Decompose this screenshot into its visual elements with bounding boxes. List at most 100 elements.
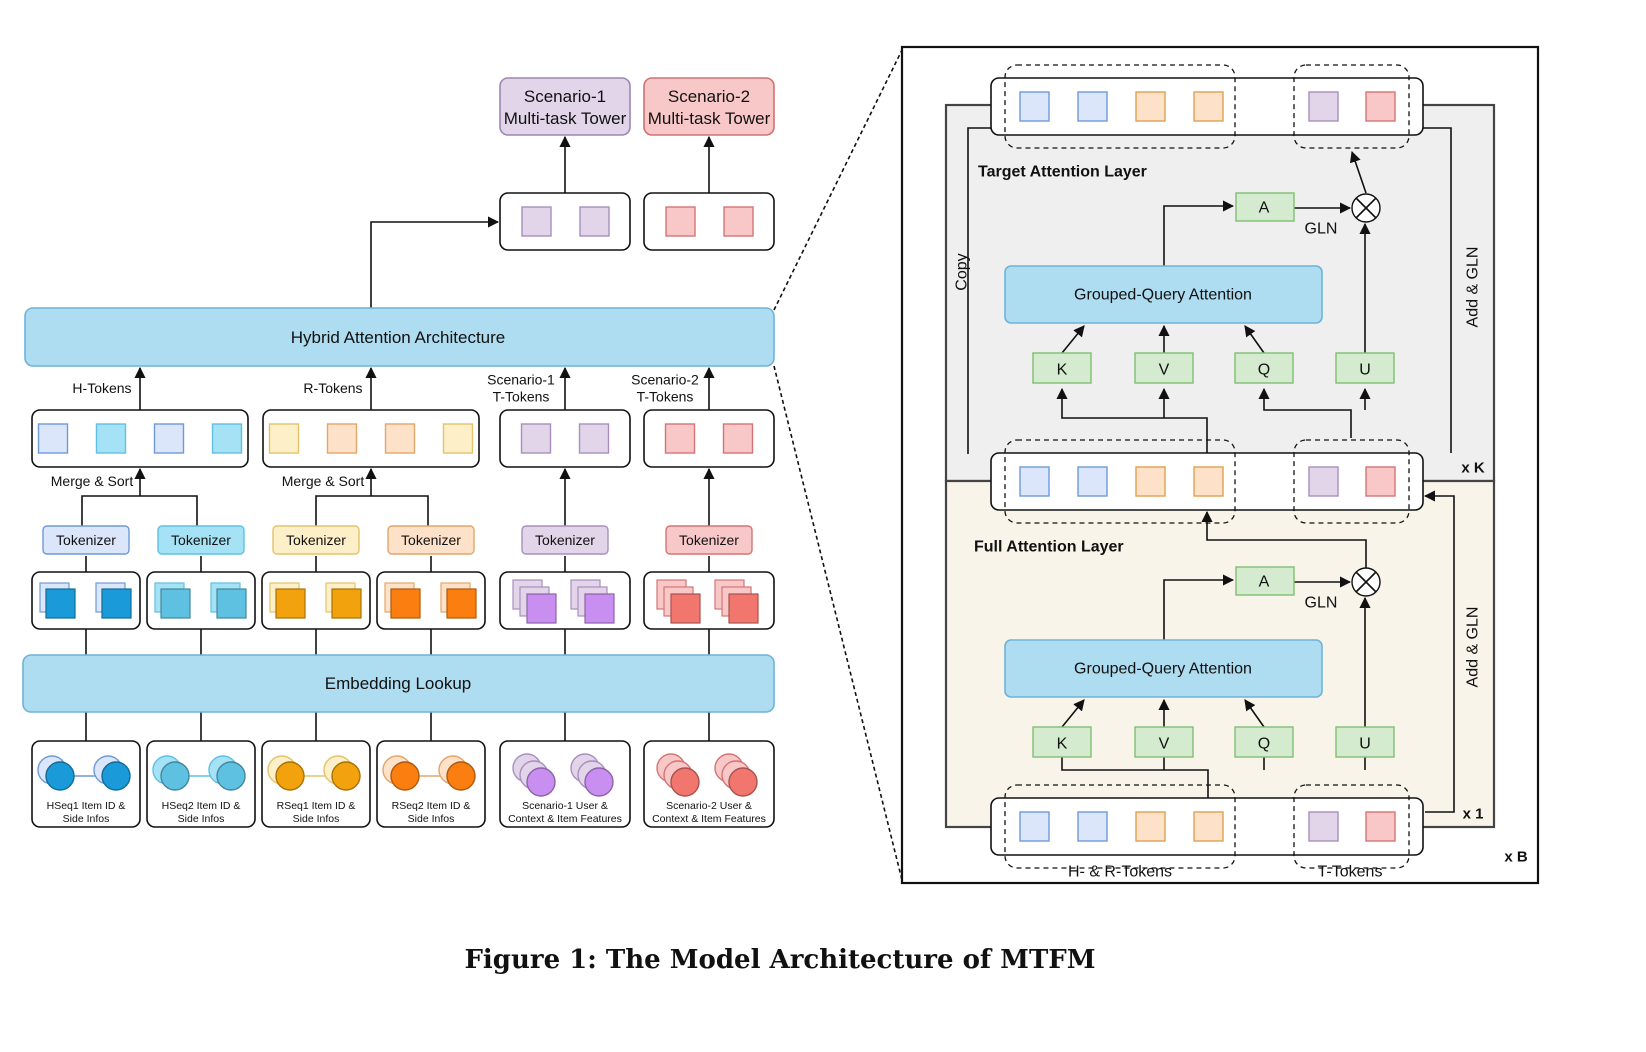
token-box-3 (499, 409, 631, 468)
target-mult-to-out (1349, 150, 1367, 194)
full-a-box (1235, 566, 1295, 596)
full-proj-label: U (1359, 736, 1371, 753)
tokenizer-label: Tokenizer (535, 532, 595, 548)
token-square (1135, 91, 1166, 122)
stacked-square (584, 593, 615, 624)
tokenizer-box (157, 525, 245, 555)
full-gqa-to-a (1163, 574, 1235, 640)
token-box-2 (262, 409, 480, 468)
full-a-label: A (1259, 574, 1270, 591)
tokenizer-box (521, 525, 609, 555)
stacked-square (728, 593, 759, 624)
tokenizer-box (272, 525, 360, 555)
hr-dashed-group (1004, 784, 1236, 869)
item-circle (101, 761, 131, 791)
token-square (153, 423, 185, 454)
target-proj-label: V (1159, 362, 1170, 379)
item-circle (160, 761, 190, 791)
feature-circle (526, 767, 556, 797)
target-proj-V (1134, 352, 1194, 384)
input-label: Scenario-2 User &Context & Item Features (652, 800, 766, 825)
target-q-in (1258, 387, 1352, 438)
target-gqa-to-a (1163, 200, 1235, 266)
stacked-square (160, 588, 191, 619)
full-proj-V (1134, 726, 1194, 758)
hybrid-label: Hybrid Attention Architecture (291, 328, 506, 347)
target-proj-label: U (1359, 362, 1371, 379)
token-square (1193, 811, 1224, 842)
t-dashed-group (1293, 439, 1410, 524)
stacked-square (670, 593, 701, 624)
add-gln-label-top: Add & GLN (1465, 247, 1482, 328)
target-gqa-box (1004, 265, 1323, 324)
token-box-1 (31, 409, 249, 468)
target-proj-K (1032, 352, 1092, 384)
hr-tokens-label: H- & R-Tokens (1068, 864, 1172, 881)
target-proj-label: K (1057, 362, 1068, 379)
full-proj-K (1032, 726, 1092, 758)
token-square (1193, 466, 1224, 497)
tokenizer-box (387, 525, 475, 555)
t-dashed-group (1293, 784, 1410, 869)
zoom-line-bottom (773, 365, 903, 881)
stacked-square (216, 588, 247, 619)
full-add-gln-arrow (1423, 490, 1455, 813)
item-circle (446, 761, 476, 791)
full-gqa-label: Grouped-Query Attention (1074, 661, 1252, 678)
xb-label: x B (1504, 848, 1528, 865)
stacked-square (275, 588, 306, 619)
full-proj-Q (1234, 726, 1294, 758)
token-square (95, 423, 127, 454)
full-layer-title: Full Attention Layer (974, 539, 1124, 556)
token-square (1135, 466, 1166, 497)
tokenizer-label: Tokenizer (56, 532, 116, 548)
stacked-square (390, 588, 421, 619)
stacked-square (446, 588, 477, 619)
full-proj-label: K (1057, 736, 1068, 753)
token-square (1019, 91, 1050, 122)
item-circle (45, 761, 75, 791)
target-a-box (1235, 192, 1295, 222)
token-square (1308, 811, 1339, 842)
token-square (268, 423, 300, 454)
token-box-4 (643, 409, 775, 468)
stacked-square (101, 588, 132, 619)
token-square (1077, 91, 1108, 122)
merge-sort-label: Merge & Sort (282, 473, 365, 489)
token-square (722, 423, 754, 454)
tower-box-1 (499, 77, 631, 136)
token-square (37, 423, 69, 454)
hr-dashed-group (1004, 439, 1236, 524)
token-square (384, 423, 416, 454)
token-square (1193, 91, 1224, 122)
target-multiply-x (1355, 197, 1377, 219)
token-square (1365, 91, 1396, 122)
token-label-h: H-Tokens (72, 380, 131, 396)
arrow-hybrid-to-tower (370, 216, 500, 308)
zoom-line-top (773, 49, 903, 311)
input-label: HSeq2 Item ID &Side Infos (162, 800, 241, 825)
stacked-square (526, 593, 557, 624)
input-label: HSeq1 Item ID &Side Infos (47, 800, 126, 825)
feature-circle (728, 767, 758, 797)
token-square (578, 423, 610, 454)
item-circle (331, 761, 361, 791)
figure-caption: Figure 1: The Model Architecture of MTFM (464, 945, 1096, 975)
merge-line (315, 495, 429, 526)
token-square (1135, 811, 1166, 842)
tokenizer-box (665, 525, 753, 555)
token-square (1365, 466, 1396, 497)
t-tokens-label: T-Tokens (1318, 864, 1383, 881)
merge-line (81, 495, 198, 526)
target-k-in (1056, 387, 1208, 453)
item-circle (275, 761, 305, 791)
full-gln-label: GLN (1305, 595, 1338, 612)
full-q-to-gqa (1244, 699, 1265, 728)
t-dashed-group (1293, 64, 1410, 149)
input-label: RSeq1 Item ID &Side Infos (277, 800, 356, 825)
token-square (665, 206, 696, 237)
tokenizer-label: Tokenizer (286, 532, 346, 548)
hybrid-attention-bar (24, 307, 775, 367)
